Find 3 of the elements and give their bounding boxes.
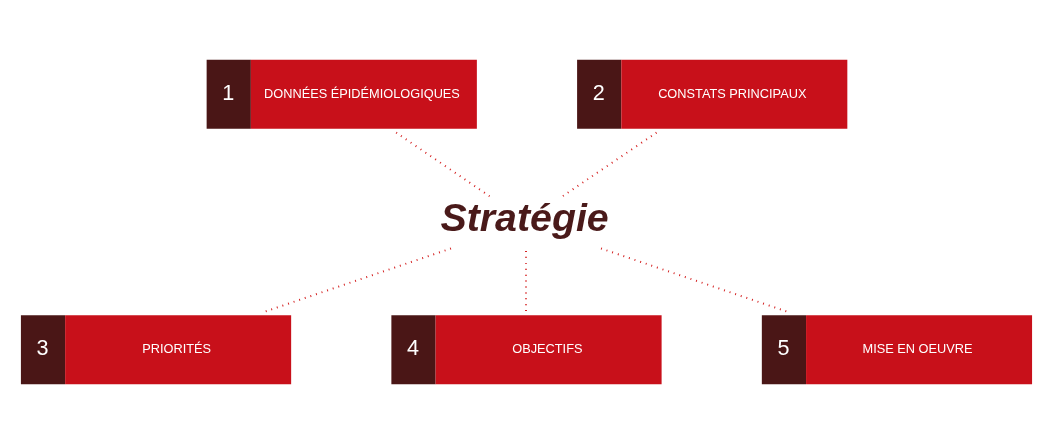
node-text: Stratégie xyxy=(440,194,609,239)
connector xyxy=(395,131,491,197)
connector xyxy=(561,131,658,197)
